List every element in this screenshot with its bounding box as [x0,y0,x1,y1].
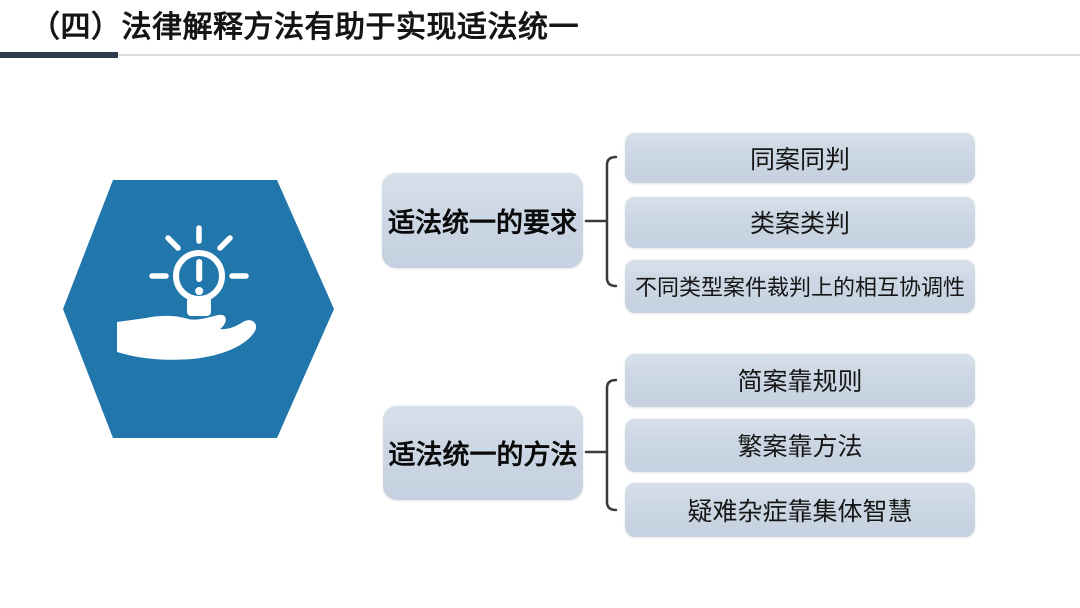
group-1-item-box: 同案同判 [625,132,975,183]
group-2-item-box: 繁案靠方法 [625,418,975,472]
page-title: （四）法律解释方法有助于实现适法统一 [30,11,579,44]
bracket-group-2 [584,378,618,512]
group-2-item-box: 疑难杂症靠集体智慧 [625,482,975,537]
hexagon-graphic [63,180,334,438]
bracket-group-1 [584,155,618,288]
hand-holding-lightbulb-icon [117,225,257,360]
group-2-label-box: 适法统一的方法 [383,405,583,500]
group-1-item-box: 类案类判 [625,196,975,248]
title-underline-thin [0,54,1080,56]
group-1-label-box: 适法统一的要求 [382,172,583,268]
title-underline-thick [0,52,118,58]
group-2-item-box: 简案靠规则 [625,353,975,407]
group-1-item-box: 不同类型案件裁判上的相互协调性 [625,259,975,313]
